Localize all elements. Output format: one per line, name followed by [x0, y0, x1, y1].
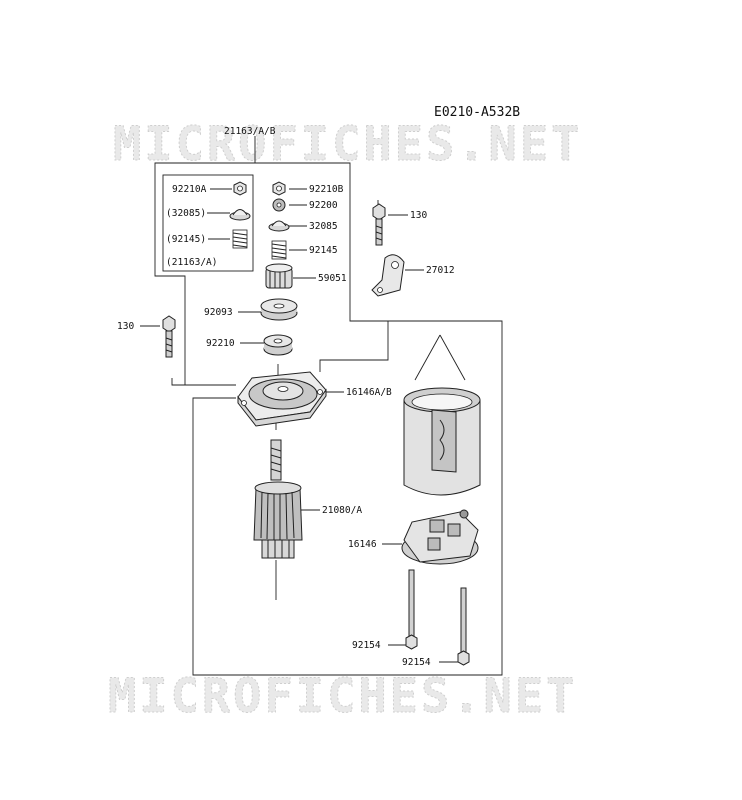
washer-92200 [272, 198, 286, 212]
label-92210A: 92210A [172, 184, 207, 195]
leader-lines [140, 188, 458, 663]
label-92154-a: 92154 [352, 640, 381, 651]
through-bolt-92154-b [457, 587, 470, 666]
bolt-130-left [162, 315, 176, 358]
label-59051: 59051 [318, 273, 347, 284]
end-cap-16146AB [237, 371, 327, 427]
brush-holder-16146 [401, 509, 479, 565]
motor-housing [403, 387, 481, 496]
bracket-27012 [371, 254, 405, 297]
label-92210B: 92210B [309, 184, 344, 195]
nut-92210B [272, 181, 286, 196]
collar-92210 [263, 334, 293, 356]
label-32085-paren: (32085) [166, 208, 206, 219]
label-16146: 16146 [348, 539, 377, 550]
part-labels: 21163/A/B 92210A (32085) (92145) (21163/… [117, 126, 455, 668]
bolt-130-top [372, 203, 386, 246]
label-130-left: 130 [117, 321, 134, 332]
watermark-bottom: MICROFICHES.NET [108, 669, 577, 724]
label-21163-ab: 21163/A/B [224, 126, 276, 137]
label-27012: 27012 [426, 265, 455, 276]
label-32085: 32085 [309, 221, 338, 232]
label-92145: 92145 [309, 245, 338, 256]
armature-21080A [253, 439, 303, 559]
label-92154-b: 92154 [402, 657, 431, 668]
cap-32085-kit [229, 209, 251, 221]
label-92145-paren: (92145) [166, 234, 206, 245]
label-21080A: 21080/A [322, 505, 362, 516]
label-16146AB: 16146A/B [346, 387, 392, 398]
spring-92145-kit [232, 229, 248, 249]
washer-92093 [260, 298, 298, 321]
nut-92210A [233, 181, 247, 196]
group-outline-lines [154, 136, 503, 676]
label-92210: 92210 [206, 338, 235, 349]
label-92200: 92200 [309, 200, 338, 211]
label-130-top: 130 [410, 210, 427, 221]
label-21163-a: (21163/A) [166, 257, 217, 268]
watermark-top: MICROFICHES.NET [113, 117, 582, 172]
cap-32085 [268, 220, 290, 232]
spring-92145 [271, 240, 287, 260]
pinion-59051 [265, 263, 293, 289]
label-92093: 92093 [204, 307, 233, 318]
through-bolt-92154-a [405, 569, 418, 650]
diagram-code: E0210-A532B [434, 105, 520, 120]
